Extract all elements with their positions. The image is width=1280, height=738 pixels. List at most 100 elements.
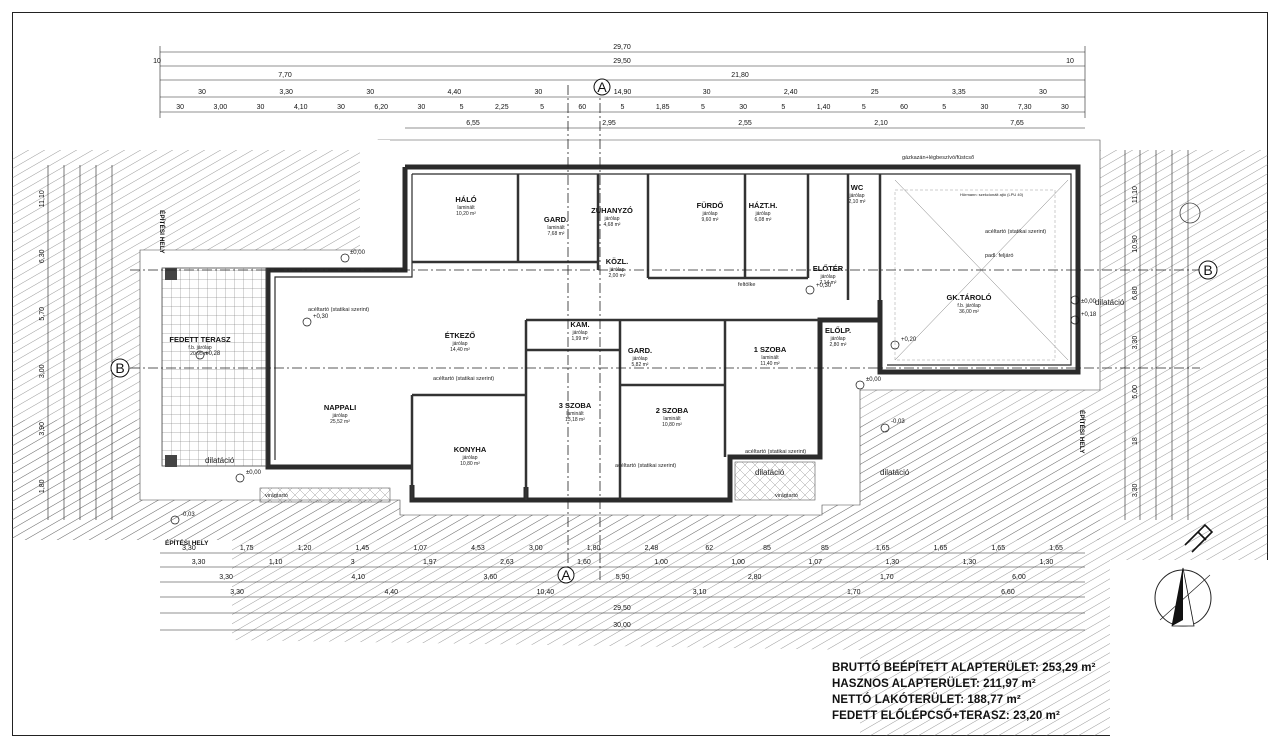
room-area: 25,52 m² <box>330 419 350 425</box>
dimension-value: 85 <box>763 545 771 552</box>
dimension-value: 1,00 <box>654 559 668 566</box>
area-summary: BRUTTÓ BEÉPÍTETT ALAPTERÜLET: 253,29 m² … <box>832 660 1096 724</box>
room-area: 7,14 m² <box>820 280 837 286</box>
room-name: WC <box>851 183 864 192</box>
svg-text:±0,00: ±0,00 <box>1081 299 1097 305</box>
dimension-value: 18 <box>1132 437 1139 445</box>
summary-covered-terrace: FEDETT ELŐLÉPCSŐ+TERASZ: 23,20 m² <box>832 710 1060 722</box>
dimension-value: 62 <box>705 545 713 552</box>
room-floor: járólap <box>701 211 717 217</box>
svg-text:B: B <box>1203 262 1212 278</box>
summary-net-living-area: NETTÓ LAKÓTERÜLET: 188,77 m² <box>832 694 1021 706</box>
svg-text:+0,18: +0,18 <box>1081 312 1097 318</box>
dimension-lines-top <box>159 46 1086 129</box>
dimension-value: 3,30 <box>182 545 196 552</box>
dimension-value: 30 <box>981 104 989 111</box>
room-area: 5,82 m² <box>632 362 649 368</box>
axis-marker-b-right: B <box>1198 260 1218 280</box>
dimension-value: 3,90 <box>39 422 46 436</box>
dimension-value: 4,53 <box>471 545 485 552</box>
dimension-value: 21,80 <box>731 72 749 79</box>
dimension-lines-bottom <box>160 552 1085 631</box>
dimension-value: 1,60 <box>577 559 591 566</box>
dimension-value: 3,00 <box>214 104 228 111</box>
dimension-value: 1,30 <box>885 559 899 566</box>
dimension-value: 6,30 <box>39 249 46 263</box>
room-area: 10,80 m² <box>662 422 682 428</box>
dimension-value: 30 <box>1061 104 1069 111</box>
dimension-value: 1,65 <box>876 545 890 552</box>
room-area: 11,40 m² <box>760 361 780 367</box>
room-floor: járólap <box>848 193 864 199</box>
room-floor: járólap <box>631 356 647 362</box>
outer-walls-inner-line <box>274 173 1072 460</box>
room-area: 13,18 m² <box>565 417 585 423</box>
label-dilatacio: dilatáció <box>880 468 910 477</box>
room-name: 1 SZOBA <box>754 345 787 354</box>
dimension-value: 30 <box>176 104 184 111</box>
label-padlo-feljaro: padl. feljáró <box>985 253 1013 259</box>
room-floor: laminált <box>457 205 475 211</box>
elevation-symbol-icon <box>1184 523 1214 553</box>
dimension-value: 4,10 <box>351 574 365 581</box>
dimension-value: 10,90 <box>1132 235 1139 253</box>
dimension-value: 3,35 <box>952 89 966 96</box>
dimension-value: 5,90 <box>616 574 630 581</box>
dimension-value: 3,00 <box>39 364 46 378</box>
dimension-value: 3,30 <box>1132 483 1139 497</box>
summary-usable-area: HASZNOS ALAPTERÜLET: 211,97 m² <box>832 678 1036 690</box>
dimension-value: 6,80 <box>1132 286 1139 300</box>
dimension-value: 6,20 <box>374 104 388 111</box>
dimension-value: 5 <box>540 104 544 111</box>
dimension-value: 30 <box>418 104 426 111</box>
dimension-value: 2,48 <box>645 545 659 552</box>
dimension-value: 5,70 <box>39 307 46 321</box>
room-floor: járólap <box>819 274 835 280</box>
svg-text:±0,00: ±0,00 <box>246 470 262 476</box>
room-name: HÁLÓ <box>455 195 476 204</box>
dimension-value: 5 <box>781 104 785 111</box>
dimension-value: 60 <box>578 104 586 111</box>
dimension-value: 10 <box>1066 58 1074 65</box>
dimension-value: 7,70 <box>278 72 292 79</box>
svg-text:-0,03: -0,03 <box>891 419 905 425</box>
axis-marker-b-left: B <box>110 358 130 378</box>
dimension-value: 1,80 <box>587 545 601 552</box>
room-name: FEDETT TERASZ <box>169 335 231 344</box>
dimension-value: 1,65 <box>991 545 1005 552</box>
label-feltolto: feltölke <box>738 282 755 288</box>
dimension-value: 30 <box>739 104 747 111</box>
room-name: ÉTKEZŐ <box>445 331 476 340</box>
dimension-value: 1,20 <box>298 545 312 552</box>
room-name: ELŐTÉR <box>813 264 844 273</box>
label-acelartor: acéltartó (statikai szerint) <box>433 376 494 382</box>
dimension-value: 2,10 <box>874 120 888 127</box>
room-area: 7,68 m² <box>548 231 565 237</box>
svg-text:+0,28: +0,28 <box>205 351 221 357</box>
dimension-value: 1,65 <box>934 545 948 552</box>
dimension-value: 30 <box>1039 89 1047 96</box>
dimension-value: 7,65 <box>1010 120 1024 127</box>
room-floor: járólap <box>331 413 347 419</box>
interior-walls <box>410 174 882 500</box>
dimension-value: 1,75 <box>240 545 254 552</box>
svg-text:+0,20: +0,20 <box>901 337 917 343</box>
room-area: 9,60 m² <box>702 217 719 223</box>
label-epitesi-hely-right: ÉPÍTÉSI HELY <box>1078 410 1087 454</box>
room-floor: laminált <box>761 355 779 361</box>
dimension-total-outer: 29,70 <box>613 44 631 51</box>
dimension-value: 11,10 <box>1132 186 1139 203</box>
room-floor: laminált <box>547 225 565 231</box>
svg-text:+0,30: +0,30 <box>816 283 832 289</box>
dimension-value: 5 <box>942 104 946 111</box>
label-epitesi-hely-bottom: ÉPÍTÉSI HELY <box>165 538 209 547</box>
dimension-value: 3,30 <box>219 574 233 581</box>
dimension-value: 2,25 <box>495 104 509 111</box>
dimension-value: 3,30 <box>230 589 244 596</box>
room-name: NAPPALI <box>324 403 356 412</box>
room-area: 36,00 m² <box>959 309 979 315</box>
label-acelartor: acéltartó (statikai szerint) <box>745 449 806 455</box>
dimension-value: 4,40 <box>448 89 462 96</box>
room-area: 10,20 m² <box>456 211 476 217</box>
